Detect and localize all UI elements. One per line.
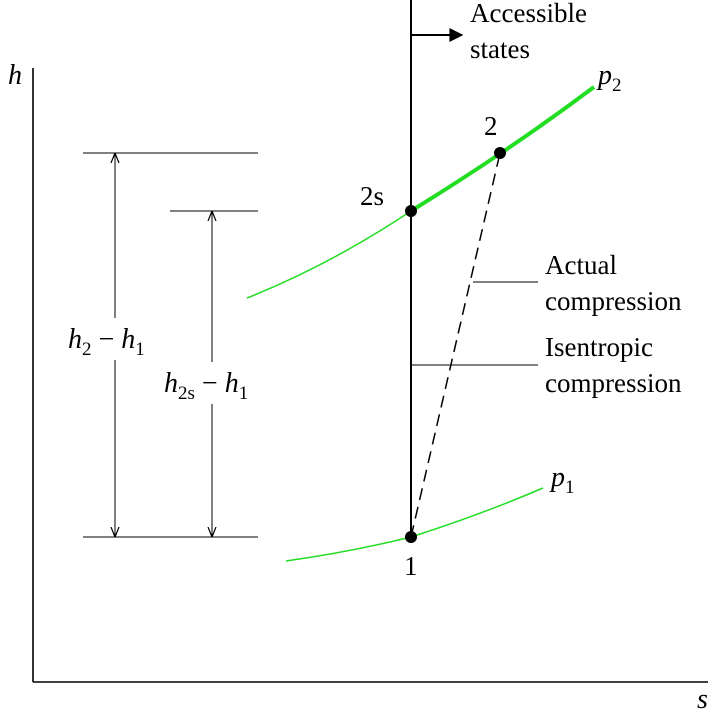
p2-isobar-accessible-segment xyxy=(409,85,596,213)
state-point-2s xyxy=(405,205,417,217)
h2-minus-h1-label: h2 − h1 xyxy=(68,324,145,360)
p2-label: p2 xyxy=(596,60,622,96)
actual-compression-label-1: Actual xyxy=(545,250,617,280)
x-axis-label: s xyxy=(697,684,708,711)
actual-compression-line xyxy=(410,152,501,538)
state-point-1 xyxy=(405,531,417,543)
isentropic-compression-label-1: Isentropic xyxy=(545,332,653,362)
y-axis-label: h xyxy=(8,60,22,91)
isentropic-compression-label-2: compression xyxy=(545,368,682,398)
p1-label: p1 xyxy=(549,462,575,498)
actual-compression-label-2: compression xyxy=(545,286,682,316)
accessible-label-line2: states xyxy=(470,34,530,64)
state-point-2 xyxy=(494,147,506,159)
p2-isobar-curve xyxy=(246,210,412,299)
state-2s-label: 2s xyxy=(360,181,384,211)
state-2-label: 2 xyxy=(484,111,498,141)
state-1-label: 1 xyxy=(404,551,418,581)
accessible-label-line1: Accessible xyxy=(470,0,587,28)
h2s-minus-h1-label: h2s − h1 xyxy=(164,368,248,404)
